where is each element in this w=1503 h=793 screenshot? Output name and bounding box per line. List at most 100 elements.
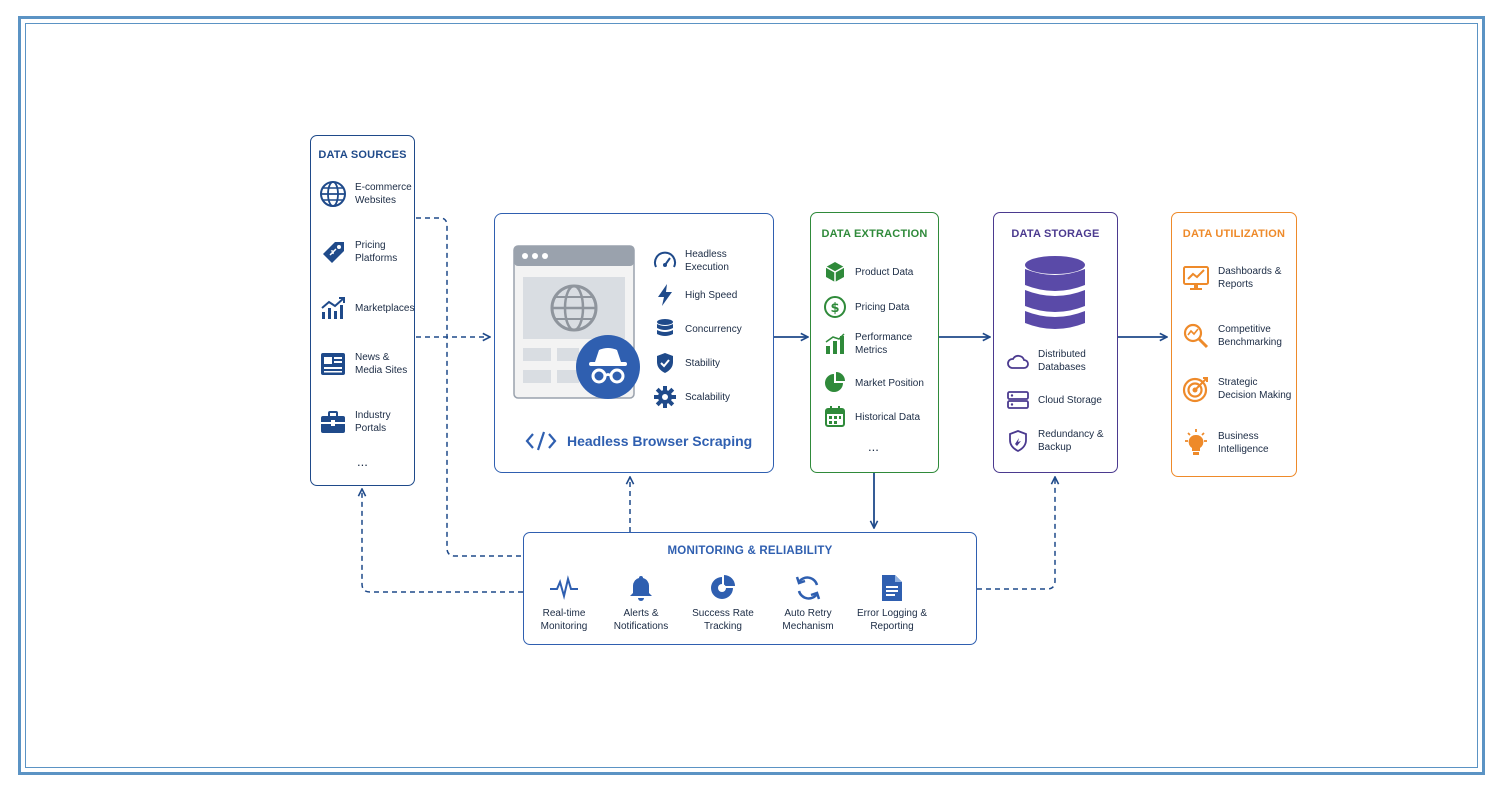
extraction-label: Performance Metrics [855, 332, 913, 356]
extraction-item-market-position: Market Position [821, 369, 924, 397]
scraper-panel: Headless Execution High Speed Concurrenc… [494, 213, 774, 473]
source-item-ecommerce: E-commerce Websites [319, 180, 415, 208]
data-sources-panel: DATA SOURCES E-commerce Websites Pricing… [310, 135, 415, 486]
globe-icon [319, 180, 347, 208]
data-storage-title: DATA STORAGE [1011, 228, 1100, 240]
utilization-label: Competitive Benchmarking [1218, 324, 1282, 348]
extraction-item-historical: Historical Data [821, 403, 920, 431]
cloud-outline-icon [1004, 347, 1032, 375]
magnifier-chart-icon [1182, 322, 1210, 350]
storage-item-redundancy: Redundancy & Backup [1004, 427, 1104, 455]
feature-label: Stability [685, 357, 721, 369]
refresh-icon [763, 573, 853, 603]
data-extraction-title: DATA EXTRACTION [821, 228, 928, 240]
feature-label: High Speed [685, 289, 738, 301]
source-label: Pricing Platforms [355, 240, 398, 264]
svg-text:$: $ [830, 301, 839, 316]
storage-item-distributed: Distributed Databases [1004, 347, 1102, 375]
extraction-label: Pricing Data [855, 301, 910, 313]
utilization-item-benchmarking: Competitive Benchmarking [1182, 322, 1288, 350]
source-item-marketplaces: Marketplaces [319, 294, 415, 322]
data-storage-panel: DATA STORAGE Distributed Databases Cloud… [993, 212, 1118, 473]
shield-icon [1004, 427, 1032, 455]
target-icon [1182, 375, 1210, 403]
storage-item-cloud: Cloud Storage [1004, 386, 1102, 414]
database-illustration-icon [1025, 256, 1085, 329]
source-label: Marketplaces [355, 302, 415, 314]
lightbulb-icon [1182, 429, 1210, 457]
utilization-label: Business Intelligence [1218, 431, 1269, 455]
pie-chart-icon [821, 369, 849, 397]
bell-icon [596, 573, 686, 603]
monitoring-item-error-logging: Error Logging & Reporting [847, 573, 937, 633]
lightning-icon [651, 281, 679, 309]
monitoring-label: Auto Retry Mechanism [782, 608, 834, 632]
extraction-label: Historical Data [855, 411, 921, 423]
monitoring-label: Real-time Monitoring [540, 608, 588, 632]
dollar-icon: $ [821, 293, 849, 321]
monitoring-label: Error Logging & Reporting [856, 608, 928, 632]
feature-label: Headless Execution [685, 249, 729, 273]
storage-label: Redundancy & Backup [1038, 429, 1104, 453]
data-utilization-title: DATA UTILIZATION [1182, 228, 1286, 240]
calendar-icon [821, 403, 849, 431]
speedometer-icon [651, 247, 679, 275]
briefcase-icon [319, 408, 347, 436]
source-item-industry: Industry Portals [319, 408, 405, 436]
arrow-monitoring-to-sources [362, 489, 523, 593]
arrow-monitoring-to-storage [977, 477, 1055, 590]
source-label: E-commerce Websites [355, 182, 412, 206]
feature-headless-execution: Headless Execution [651, 247, 773, 275]
extraction-label: Market Position [855, 377, 924, 389]
source-item-news: News & Media Sites [319, 350, 415, 378]
document-icon [847, 573, 937, 603]
price-tag-icon [319, 238, 347, 266]
scraper-footer: Headless Browser Scraping [525, 430, 752, 452]
gear-icon [651, 383, 679, 411]
monitoring-title: MONITORING & RELIABILITY [667, 545, 833, 557]
source-label: News & Media Sites [355, 352, 408, 376]
source-label: Industry Portals [355, 410, 391, 434]
monitoring-label: Alerts & Notifications [613, 608, 669, 632]
cube-icon [821, 258, 849, 286]
monitoring-panel: MONITORING & RELIABILITY Real-time Monit… [523, 532, 977, 645]
data-sources-title: DATA SOURCES [318, 149, 407, 161]
utilization-label: Dashboards & Reports [1218, 266, 1282, 290]
extraction-item-pricing: $ Pricing Data [821, 293, 909, 321]
feature-stability: Stability [651, 349, 720, 377]
source-item-pricing: Pricing Platforms [319, 238, 405, 266]
server-icon [1004, 386, 1032, 414]
storage-label: Distributed Databases [1038, 349, 1086, 373]
pie-gauge-icon [678, 573, 768, 603]
monitoring-label: Success Rate Tracking [692, 608, 754, 632]
utilization-item-bi: Business Intelligence [1182, 429, 1284, 457]
monitoring-item-realtime: Real-time Monitoring [519, 573, 609, 633]
code-brackets-icon [525, 431, 557, 451]
monitoring-item-success-rate: Success Rate Tracking [678, 573, 768, 633]
utilization-item-dashboards: Dashboards & Reports [1182, 264, 1284, 292]
bar-chart-icon [821, 330, 849, 358]
trend-chart-icon [319, 294, 347, 322]
globe-illustration-icon [550, 284, 598, 332]
feature-high-speed: High Speed [651, 281, 737, 309]
sources-more: ... [357, 454, 368, 469]
feature-label: Concurrency [685, 323, 742, 335]
storage-label: Cloud Storage [1038, 394, 1102, 406]
dashboard-monitor-icon [1182, 264, 1210, 292]
utilization-item-strategic: Strategic Decision Making [1182, 375, 1298, 403]
feature-scalability: Scalability [651, 383, 730, 411]
feature-concurrency: Concurrency [651, 315, 742, 343]
data-extraction-panel: DATA EXTRACTION Product Data $ Pricing D… [810, 212, 939, 473]
shield-check-icon [651, 349, 679, 377]
monitoring-item-alerts: Alerts & Notifications [596, 573, 686, 633]
extraction-item-performance: Performance Metrics [821, 330, 925, 358]
inner-frame [25, 23, 1478, 768]
data-utilization-panel: DATA UTILIZATION Dashboards & Reports Co… [1171, 212, 1297, 477]
utilization-label: Strategic Decision Making [1218, 377, 1292, 401]
extraction-item-product: Product Data [821, 258, 913, 286]
extraction-more: ... [868, 439, 879, 454]
extraction-label: Product Data [855, 266, 914, 278]
database-stack-icon [651, 315, 679, 343]
feature-label: Scalability [685, 391, 731, 403]
